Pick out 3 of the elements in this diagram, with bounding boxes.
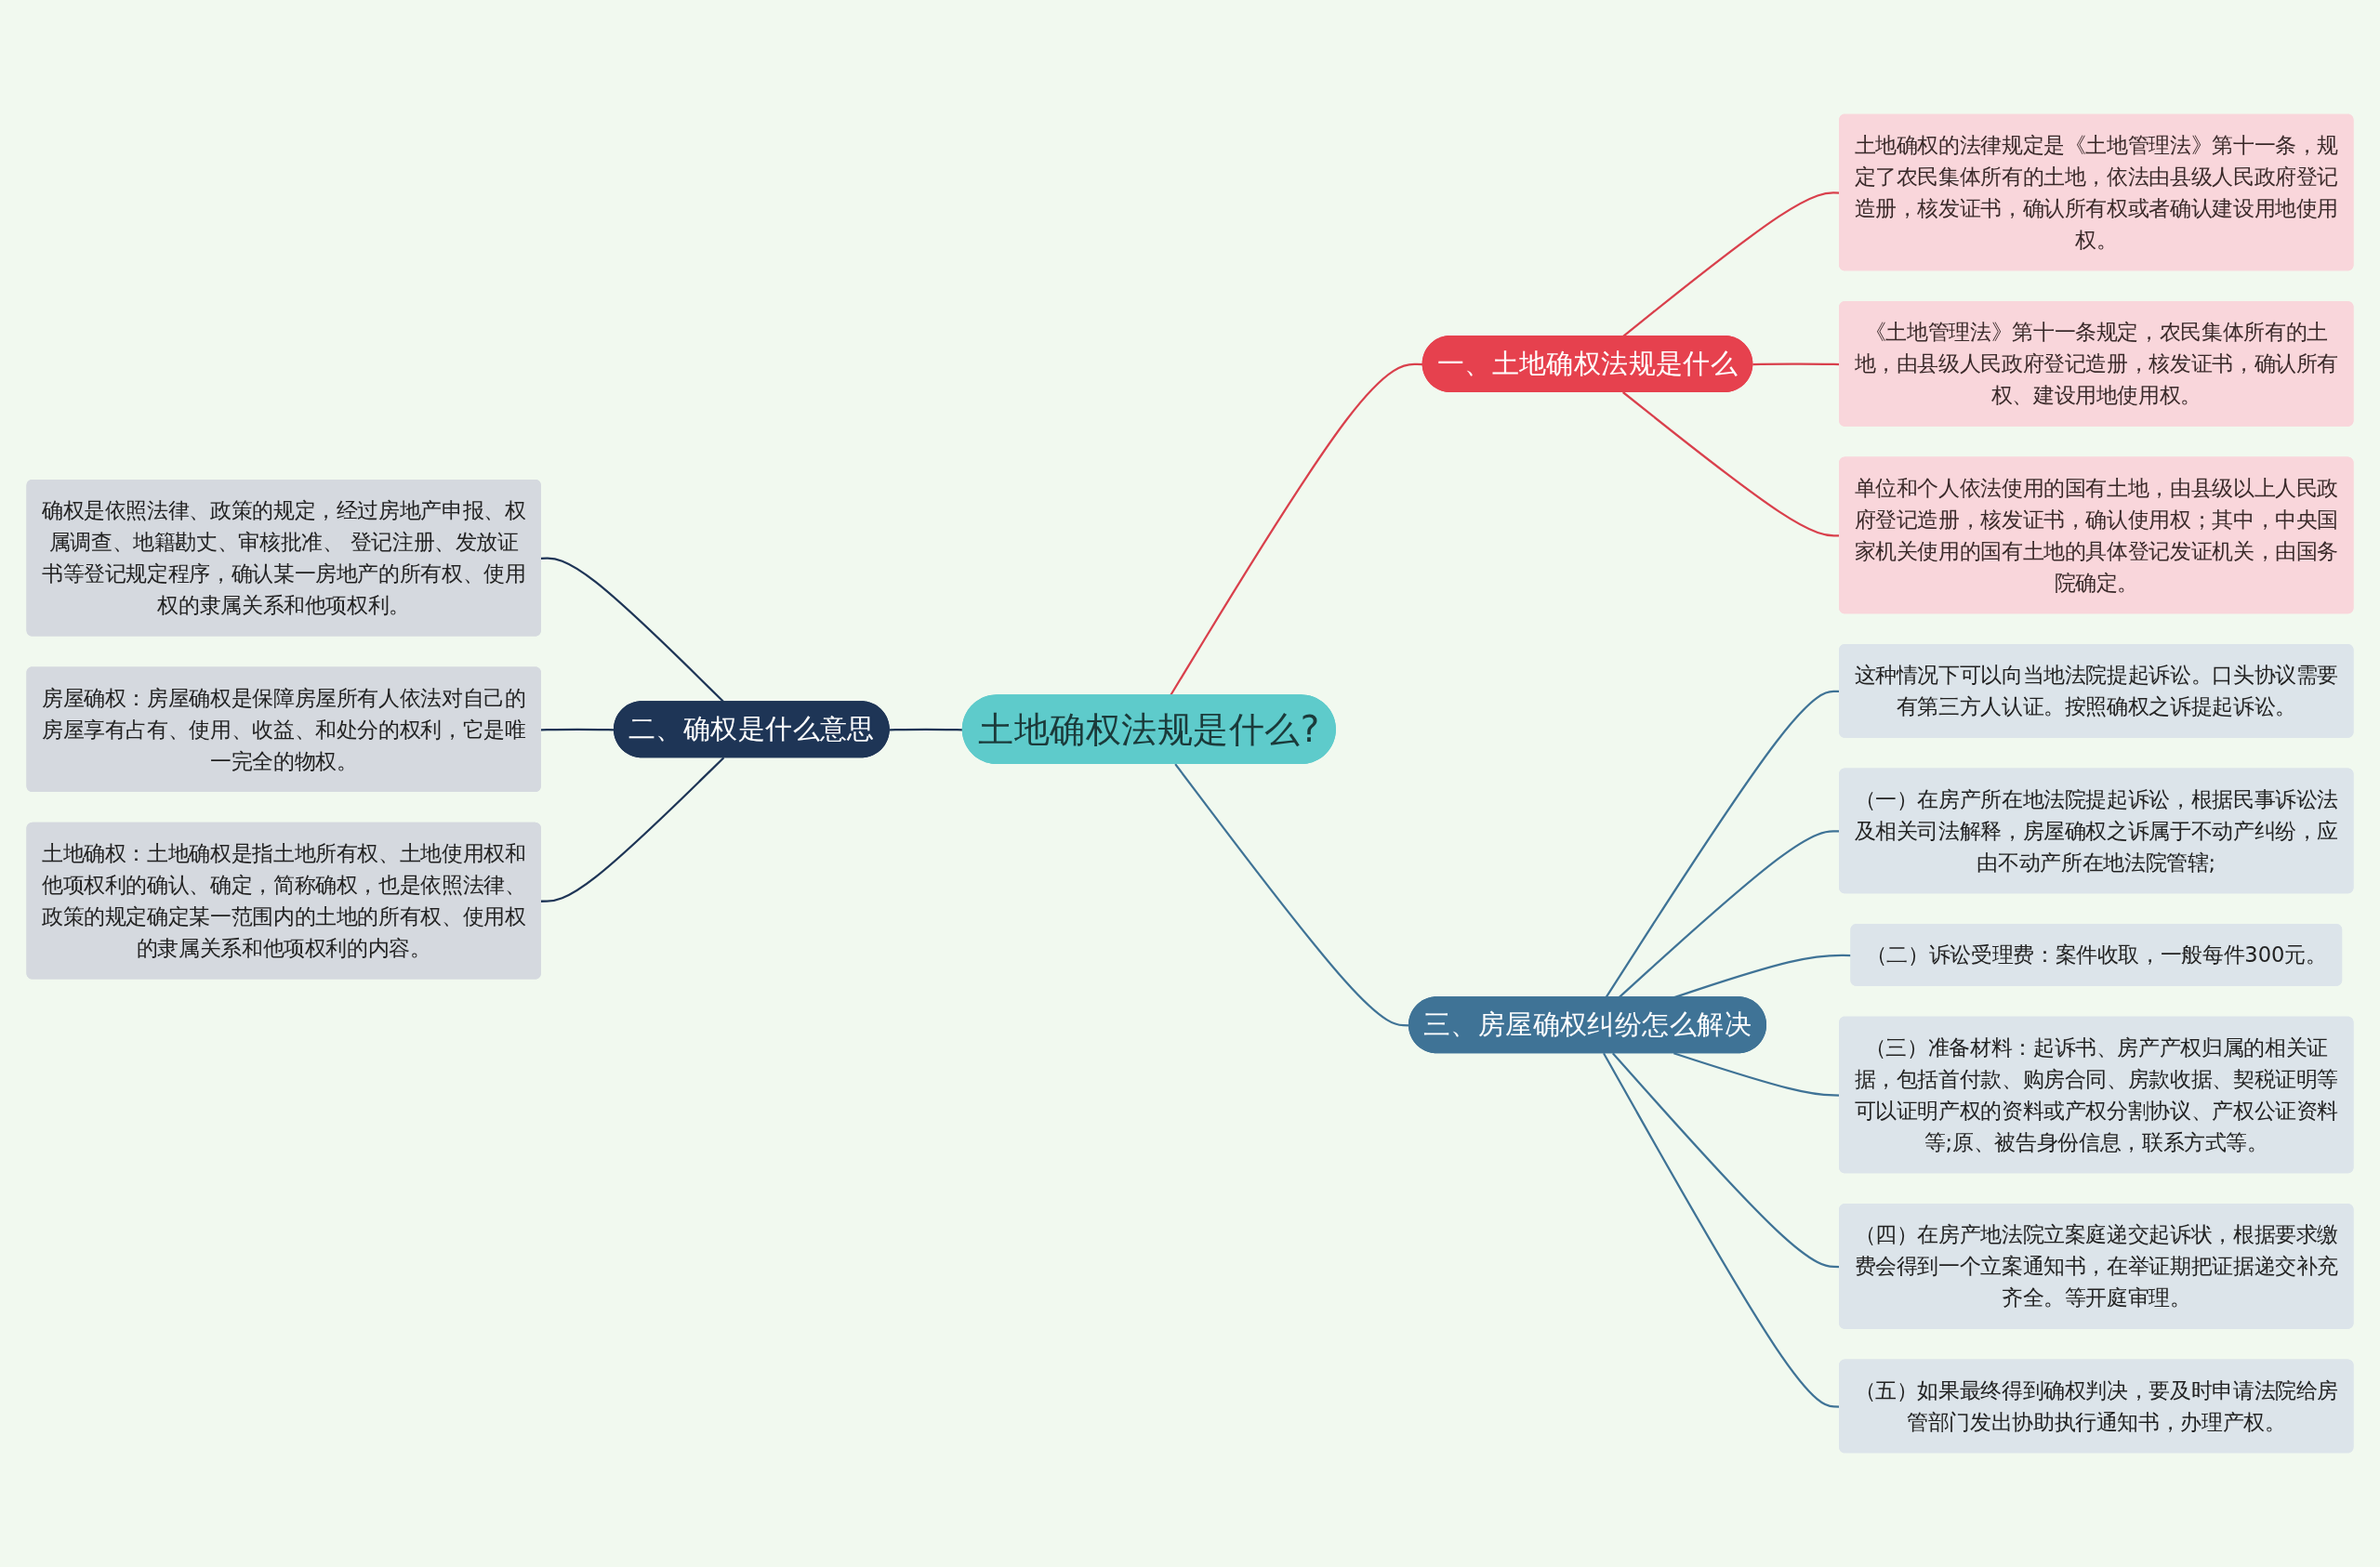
connector bbox=[889, 728, 963, 731]
connector bbox=[540, 757, 725, 902]
connector bbox=[1174, 763, 1410, 1027]
